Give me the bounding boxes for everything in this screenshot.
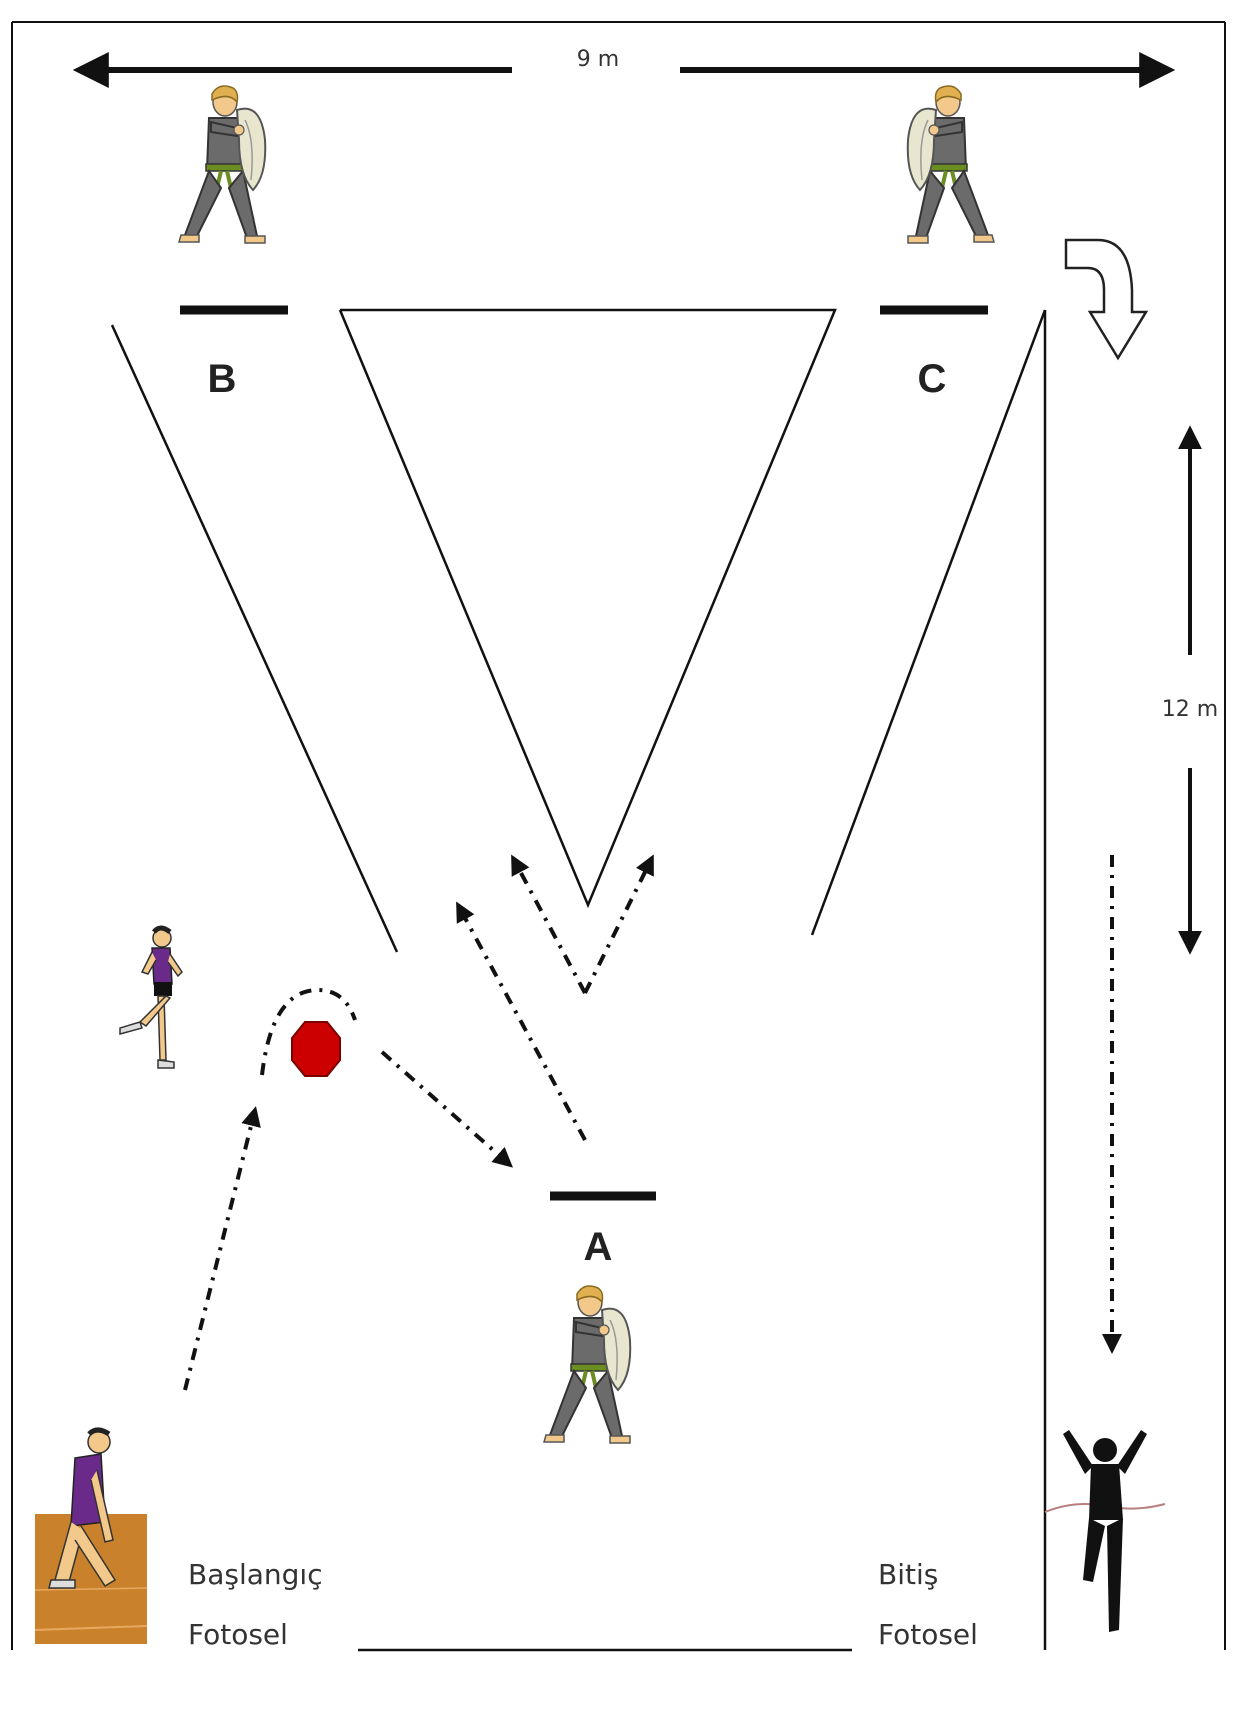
start-caption-line1: Başlangıç xyxy=(188,1558,323,1591)
station-b: B xyxy=(180,310,288,401)
finish-caption: Bitiş Fotosel xyxy=(878,1558,978,1651)
runner-figure xyxy=(120,928,182,1068)
width-dimension: 9 m xyxy=(80,47,1168,72)
station-a: A xyxy=(550,1196,656,1269)
start-caption-line2: Fotosel xyxy=(188,1618,288,1651)
length-dimension: 12 m xyxy=(1162,430,1218,950)
turn-arrow xyxy=(1066,240,1146,358)
station-c: C xyxy=(880,310,988,401)
finish-caption-line1: Bitiş xyxy=(878,1558,938,1591)
pad-holder-figure-b xyxy=(179,86,265,243)
pad-holder-figure-a xyxy=(544,1286,630,1443)
finish-silhouette-figure xyxy=(1045,1430,1165,1632)
station-c-label: C xyxy=(918,357,947,401)
station-a-label: A xyxy=(584,1225,613,1269)
running-path xyxy=(185,855,1112,1390)
course-lines xyxy=(112,310,1045,1650)
field-border xyxy=(12,22,1225,1650)
finish-caption-line2: Fotosel xyxy=(878,1618,978,1651)
start-caption: Başlangıç Fotosel xyxy=(188,1558,323,1651)
length-label: 12 m xyxy=(1162,697,1218,722)
cone-marker xyxy=(292,1022,340,1076)
crouch-start-figure xyxy=(35,1430,147,1644)
width-label: 9 m xyxy=(577,47,619,72)
pad-holder-figure-c xyxy=(908,86,994,243)
station-b-label: B xyxy=(208,357,237,401)
